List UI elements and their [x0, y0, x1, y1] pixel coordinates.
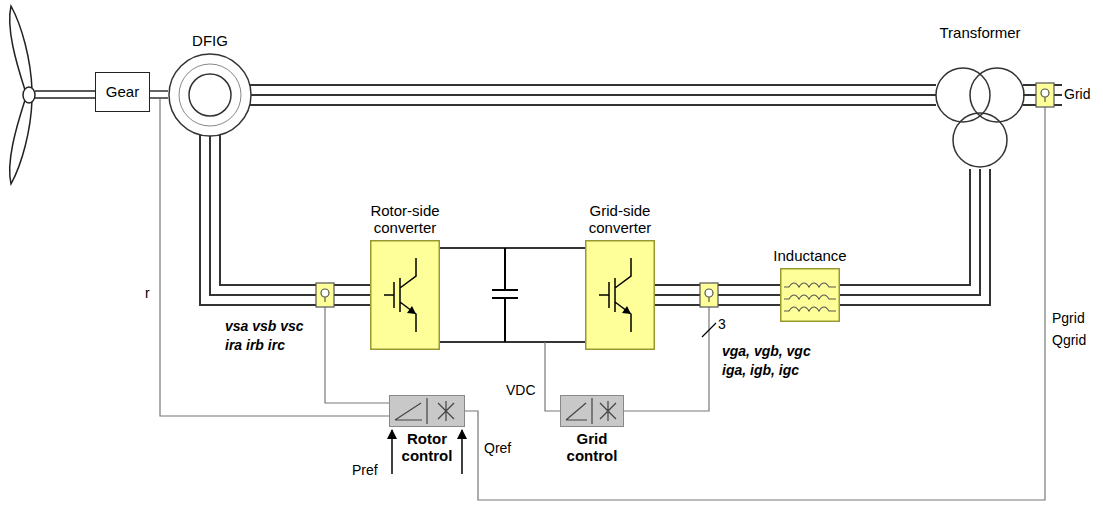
transformer-symbol: Transformer: [905, 24, 1055, 170]
shape-outline: [560, 395, 624, 427]
signal-label: Qref: [484, 440, 511, 456]
shape-outline: [780, 268, 840, 322]
wind-rotor: [10, 6, 35, 184]
dc-capacitor: [492, 248, 518, 342]
signal-label: ira irb irc: [225, 337, 285, 353]
power-line: [840, 169, 990, 305]
shape-outline: [370, 240, 440, 350]
generator-circle: DFIG: [138, 32, 282, 137]
node-label: DFIG: [192, 32, 228, 49]
signal-wires: [160, 99, 1045, 500]
shape: [780, 268, 840, 322]
converter-box: Rotor-side converter: [345, 202, 465, 351]
shaft: [35, 91, 95, 98]
shape: [389, 395, 465, 427]
current-sensor: [1036, 83, 1054, 107]
node-label: Grid control: [560, 430, 624, 465]
shape: [168, 53, 252, 137]
inductance-box: Inductance: [750, 247, 870, 322]
signal-label: 3: [718, 316, 726, 332]
signal-label: Grid: [1064, 86, 1090, 102]
node-label: Inductance: [773, 247, 846, 264]
gearbox: Gear: [95, 72, 150, 112]
power-line: [440, 248, 585, 342]
signal-label: Qgrid: [1052, 332, 1086, 348]
shape-outline: [935, 45, 1025, 170]
node-label: Transformer: [939, 24, 1020, 41]
current-sensor: [316, 283, 334, 307]
signal-label: vga, vgb, vgc: [722, 343, 811, 359]
signal-label: VDC: [506, 382, 536, 398]
converter-box: Grid-side converter: [560, 202, 680, 351]
signal-label: iga, igb, igc: [722, 362, 799, 378]
shape: Gear: [95, 72, 150, 112]
signal-label: Pgrid: [1052, 310, 1085, 326]
shape: [370, 240, 440, 350]
shape-outline: [585, 240, 655, 350]
shape-outline: [168, 53, 252, 137]
signal-label: Pref: [352, 462, 378, 478]
current-sensor: [700, 283, 718, 307]
node-label: Gear: [106, 83, 139, 100]
node-label: Rotor control: [389, 430, 465, 465]
signal-label: vsa vsb vsc: [225, 318, 304, 334]
shape: [560, 395, 624, 427]
shape: [585, 240, 655, 350]
power-line: [150, 91, 168, 98]
node-label: Rotor-side converter: [345, 202, 465, 237]
shape: [935, 45, 1025, 170]
power-line: [200, 135, 370, 305]
control-box: Grid control: [560, 395, 624, 465]
control-box: Rotor control: [389, 395, 465, 465]
node-label: Grid-side converter: [560, 202, 680, 237]
shape-outline: [389, 395, 465, 427]
bus-slash: [702, 323, 716, 337]
power-line: [250, 85, 936, 105]
signal-label: r: [145, 285, 150, 301]
